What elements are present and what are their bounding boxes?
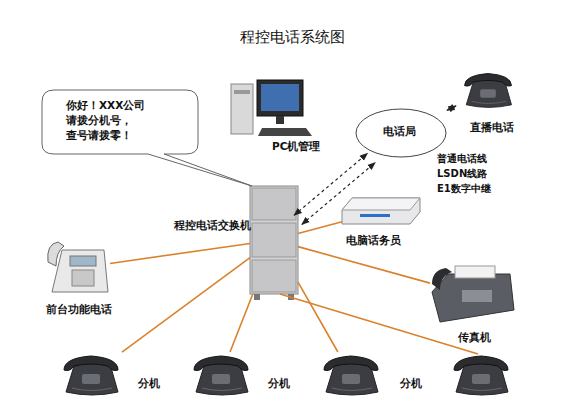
node-label: 电脑话务员	[346, 233, 401, 248]
device-node: 电脑话务员	[342, 197, 422, 225]
switch-illustration	[250, 186, 298, 300]
bubble-shape	[42, 90, 252, 186]
pc-screen	[261, 84, 299, 111]
cabinet-leg	[254, 294, 260, 300]
device-node: PC机管理	[228, 78, 316, 138]
cabinet-shelf	[252, 260, 296, 292]
device-node: 分机	[320, 352, 382, 398]
line-type-label: LSDN线路	[437, 167, 487, 181]
attendant-leds	[360, 214, 390, 217]
desk-phone-display	[70, 256, 96, 266]
device-node: 传真机	[430, 266, 516, 324]
fax-illustration	[432, 266, 514, 322]
phone-icon	[465, 73, 512, 107]
node-label: 前台功能电话	[46, 302, 112, 317]
desk-phone-handset	[48, 242, 64, 266]
ellipse-shape	[356, 109, 446, 157]
phone-icon	[324, 356, 378, 395]
connector	[298, 247, 430, 283]
connector	[302, 163, 375, 225]
device-node: 分机	[190, 352, 252, 398]
pc-keyboard	[258, 128, 312, 136]
fax-body	[432, 274, 514, 322]
device-node: 分机	[60, 352, 122, 398]
connector	[447, 106, 456, 110]
device-node: 直播电话	[456, 70, 520, 110]
line-type-label: 普通电话线	[437, 152, 487, 166]
attendant-box	[342, 198, 420, 224]
connector	[294, 153, 367, 215]
fax-keypad	[462, 290, 492, 302]
office-ellipse: 电话局	[355, 108, 447, 158]
connector	[122, 258, 250, 352]
node-label: 程控电话交换机	[174, 218, 251, 233]
node-label: 传真机	[458, 330, 491, 345]
desk-phone-keys	[72, 270, 94, 286]
pc-monitor	[257, 80, 303, 116]
phone-icon	[454, 356, 508, 395]
node-label: 电话局	[383, 124, 416, 139]
front-desk-phone	[48, 242, 108, 292]
pc-stand	[276, 116, 284, 124]
node-label: 分机	[268, 376, 290, 391]
phone-icon	[194, 356, 248, 395]
pc-illustration	[231, 80, 312, 136]
cabinet-body	[250, 186, 298, 294]
device-node: 前台功能电话	[46, 242, 110, 294]
line-type-label: E1数字中继	[437, 182, 491, 196]
fax-paper	[455, 266, 495, 278]
pc-drive	[234, 90, 250, 94]
node-label: 分机	[138, 376, 160, 391]
device-node: 程控电话交换机	[250, 186, 298, 294]
attendant-top	[342, 198, 420, 210]
speech-bubble: 你好！XXX公司 请拨分机号， 查号请拨零！	[40, 88, 200, 166]
node-label: 你好！XXX公司 请拨分机号， 查号请拨零！	[66, 98, 174, 144]
cabinet-shelf	[252, 223, 296, 257]
cabinet-shelf	[252, 188, 296, 220]
connector	[110, 243, 250, 263]
fax-handset	[432, 268, 452, 290]
connector	[230, 294, 253, 352]
diagram-title: 程控电话系统图	[0, 28, 585, 47]
extension-wire	[280, 294, 478, 354]
desk-phone-body	[52, 250, 108, 292]
pc-tower	[231, 84, 253, 134]
connector	[298, 282, 338, 352]
node-label: 直播电话	[470, 120, 514, 135]
node-label: PC机管理	[272, 139, 320, 154]
connector	[298, 222, 342, 234]
phone-icon	[64, 356, 118, 395]
node-label: 分机	[400, 376, 422, 391]
attendant-illustration	[342, 198, 420, 224]
